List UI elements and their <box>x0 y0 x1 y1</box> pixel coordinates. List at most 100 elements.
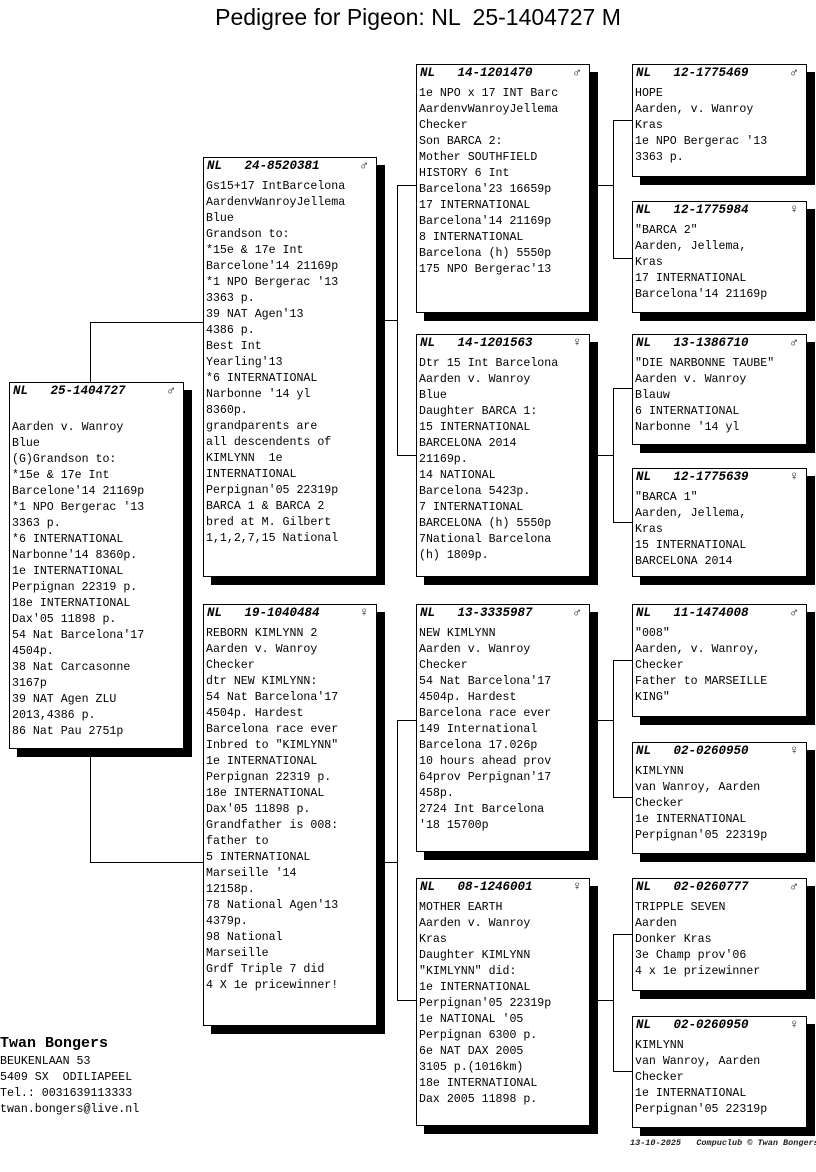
connector <box>397 185 398 455</box>
pigeon-card-ssd[interactable]: NL 12-1775984♀"BARCA 2"Aarden, Jellema,K… <box>632 201 807 313</box>
connector <box>397 720 416 721</box>
card-line: MOTHER EARTH <box>419 901 503 914</box>
female-icon: ♀ <box>360 605 368 620</box>
card-header: NL 02-0260950♀ <box>633 743 806 761</box>
card-line: Barcelona (h) 5550p <box>419 247 552 260</box>
card-header: NL 12-1775984♀ <box>633 202 806 220</box>
card-line: Barcelone'14 21169p <box>206 260 339 273</box>
owner-city: 5409 SX ODILIAPEEL <box>0 1071 133 1084</box>
male-icon: ♂ <box>790 879 798 894</box>
card-line: "008" <box>635 627 670 640</box>
card-line: 15 INTERNATIONAL <box>419 421 531 434</box>
card-line: Dax 2005 11898 p. <box>419 1093 538 1106</box>
page-title: Pedigree for Pigeon: NL 25-1404727 M <box>215 4 621 30</box>
card-line: Blue <box>419 389 447 402</box>
card-line: 38 Nat Carcasonne <box>12 661 131 674</box>
card-line: Blauw <box>635 389 670 402</box>
card-line: 1e INTERNATIONAL <box>419 981 531 994</box>
card-line: KIMLYNN <box>635 1039 684 1052</box>
card-line: Mother SOUTHFIELD <box>419 151 538 164</box>
card-line: Kras <box>635 523 663 536</box>
card-line: *15e & 17e Int <box>12 469 110 482</box>
card-line: Checker <box>635 659 684 672</box>
ring-number: 02-0260950 <box>673 744 749 758</box>
female-icon: ♀ <box>790 202 798 217</box>
ring-number: 13-1386710 <box>673 336 749 350</box>
card-line: Aarden, v. Wanroy, <box>635 643 761 656</box>
card-line: REBORN KIMLYNN 2 <box>206 627 318 640</box>
connector <box>597 720 613 721</box>
card-line: 8 INTERNATIONAL <box>419 231 524 244</box>
card-line: 3105 p.(1016km) <box>419 1061 524 1074</box>
card-header: NL 02-0260777♂ <box>633 879 806 897</box>
connector <box>90 862 203 863</box>
card-line: 5 INTERNATIONAL <box>206 851 311 864</box>
card-line: Aarden, Jellema, <box>635 240 747 253</box>
card-line: "DIE NARBONNE TAUBE" <box>635 357 775 370</box>
card-line: Best Int <box>206 340 262 353</box>
card-header: NL 14-1201563♀ <box>417 335 589 353</box>
pigeon-card-sdd[interactable]: NL 12-1775639♀"BARCA 1"Aarden, Jellema,K… <box>632 468 807 577</box>
connector <box>597 185 613 186</box>
card-line: 1e INTERNATIONAL <box>635 813 747 826</box>
card-line: 39 NAT Agen ZLU <box>12 693 117 706</box>
card-line: 1e NPO Bergerac '13 <box>635 135 768 148</box>
owner-email: twan.bongers@live.nl <box>0 1103 140 1116</box>
card-line: 21169p. <box>419 453 468 466</box>
card-line: Blue <box>12 437 40 450</box>
country-code: NL <box>636 606 652 620</box>
connector <box>397 720 398 1000</box>
card-header: NL 11-1474008♂ <box>633 605 806 623</box>
card-line: Daughter KIMLYNN <box>419 949 531 962</box>
card-line: Barcelona race ever <box>419 707 552 720</box>
ring-number: 02-0260777 <box>673 880 749 894</box>
card-line: 14 NATIONAL <box>419 469 496 482</box>
connector <box>90 322 91 382</box>
card-line: Barcelona race ever <box>206 723 339 736</box>
credit: Compuclub © Twan Bongers <box>696 1138 816 1148</box>
card-line: KIMLYNN <box>635 765 684 778</box>
card-line: 17 INTERNATIONAL <box>419 199 531 212</box>
card-line: *6 INTERNATIONAL <box>206 372 318 385</box>
card-line: *15e & 17e Int <box>206 244 304 257</box>
country-code: NL <box>420 880 436 894</box>
connector <box>613 120 614 258</box>
card-line: 1e INTERNATIONAL <box>12 565 124 578</box>
card-line: 149 International <box>419 723 538 736</box>
card-line: Barcelona'14 21169p <box>635 288 768 301</box>
card-line: 39 NAT Agen'13 <box>206 308 304 321</box>
card-line: Checker <box>635 797 684 810</box>
connector <box>613 934 632 935</box>
female-icon: ♀ <box>790 469 798 484</box>
female-icon: ♀ <box>790 1017 798 1032</box>
card-line: Marseille <box>206 947 269 960</box>
connector <box>597 1000 613 1001</box>
pigeon-card-sds[interactable]: NL 13-1386710♂"DIE NARBONNE TAUBE"Aarden… <box>632 334 807 445</box>
card-line: 7 INTERNATIONAL <box>419 501 524 514</box>
country-code: NL <box>420 336 436 350</box>
connector <box>397 185 416 186</box>
card-line: INTERNATIONAL <box>206 468 297 481</box>
ring-number: 19-1040484 <box>244 606 320 620</box>
card-line: Grandson to: <box>206 228 290 241</box>
card-line: Aarden v. Wanroy <box>419 917 531 930</box>
card-line: *6 INTERNATIONAL <box>12 533 124 546</box>
pigeon-card-dss[interactable]: NL 11-1474008♂ "008" Aarden, v. Wanroy, Che… <box>632 604 807 717</box>
card-line: 54 Nat Barcelona'17 <box>12 629 145 642</box>
card-line: Aarden <box>635 917 677 930</box>
card-line: Donker Kras <box>635 933 712 946</box>
